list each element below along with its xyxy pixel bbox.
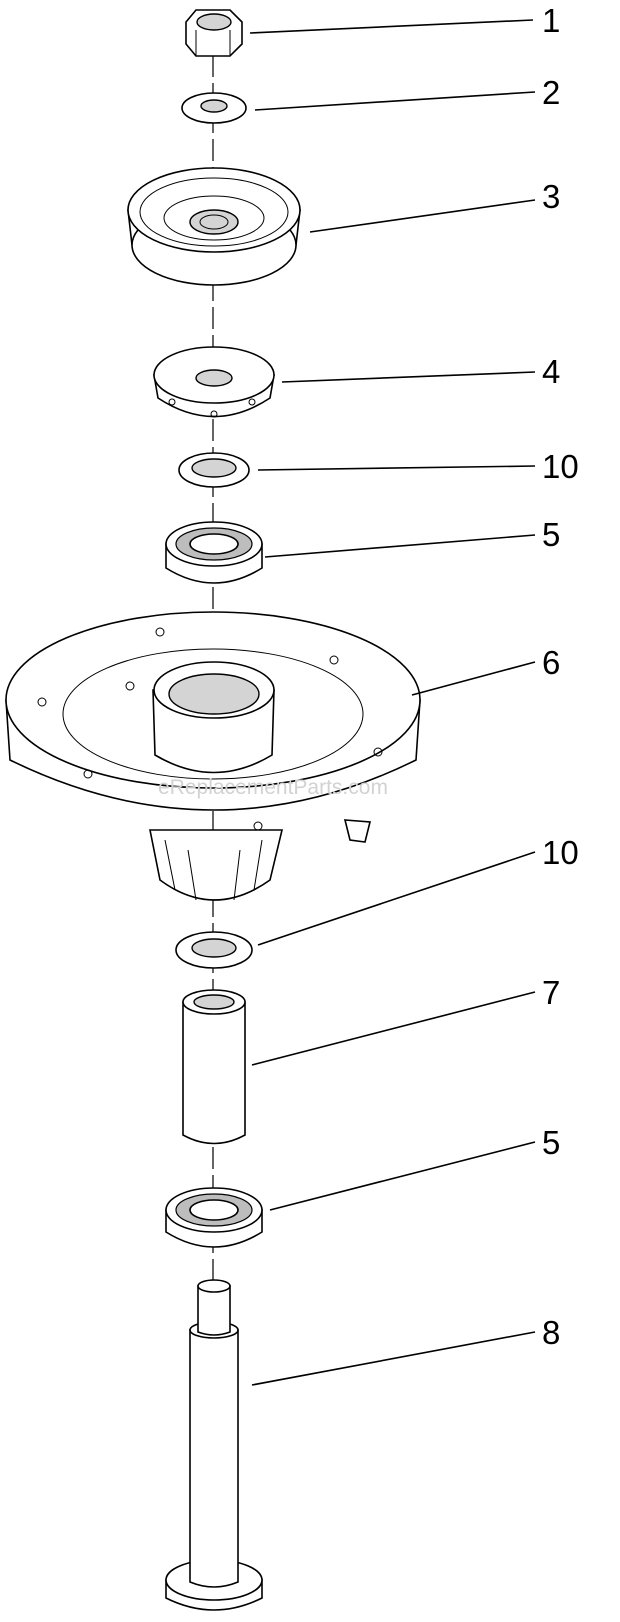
callout-8: 8 [542,1314,560,1351]
callout-10b: 10 [542,834,579,871]
watermark-text: eReplacementParts.com [158,776,388,799]
callout-5a: 5 [542,516,560,553]
callout-3: 3 [542,178,560,215]
part-10-spacer-washer-lower [175,931,253,969]
callout-1: 1 [542,2,560,39]
callout-5b: 5 [542,1124,560,1161]
part-5-bearing-upper [165,521,263,584]
part-5-bearing-lower [165,1187,263,1248]
part-6-spindle-housing [5,611,421,901]
part-1-hex-nut [185,9,243,57]
callout-7: 7 [542,974,560,1011]
callout-6: 6 [542,644,560,681]
part-2-washer [181,92,247,124]
part-8-spindle-shaft [165,1279,263,1611]
callout-labels: 1 2 3 4 10 5 6 10 7 5 8 [542,2,579,1351]
leader-lines [249,19,536,1386]
part-10-spacer-washer-upper [178,452,250,488]
callout-4: 4 [542,353,560,390]
callout-2: 2 [542,74,560,111]
part-4-cap [153,346,275,418]
part-3-pulley [127,167,301,286]
part-7-spacer-tube [182,989,246,1145]
callout-10a: 10 [542,448,579,485]
